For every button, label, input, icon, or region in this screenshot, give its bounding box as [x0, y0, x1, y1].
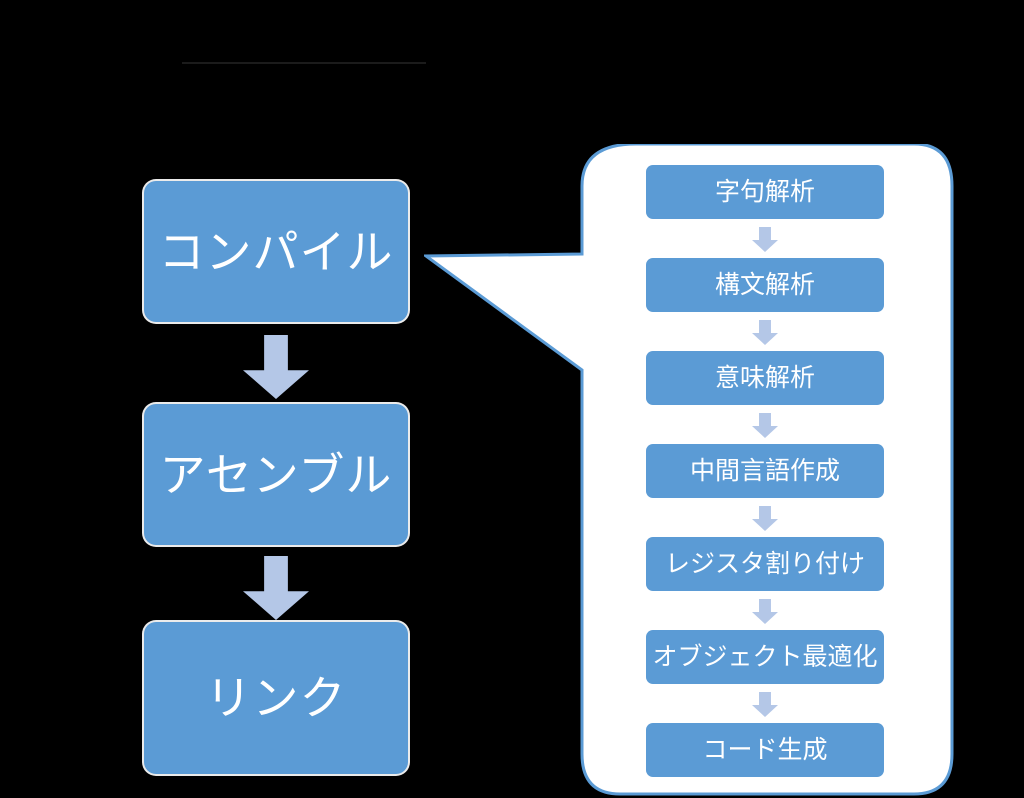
phase-label-intermediate-code: 中間言語作成 — [689, 456, 840, 485]
stage-box-link[interactable]: リンク — [144, 622, 408, 774]
phase-box-object-optimization[interactable]: オブジェクト最適化 — [646, 630, 884, 684]
phase-box-register-allocation[interactable]: レジスタ割り付け — [646, 537, 884, 591]
stage-box-assemble[interactable]: アセンブル — [144, 404, 408, 545]
down-arrow-icon-assemble-to-link — [243, 556, 309, 620]
phase-box-intermediate-code[interactable]: 中間言語作成 — [646, 444, 884, 498]
stage-box-compile[interactable]: コンパイル — [144, 181, 408, 322]
phase-label-register-allocation: レジスタ割り付け — [664, 549, 865, 578]
phase-label-object-optimization: オブジェクト最適化 — [652, 642, 878, 671]
phase-box-syntax-analysis[interactable]: 構文解析 — [646, 258, 884, 312]
phase-box-lexical-analysis[interactable]: 字句解析 — [646, 165, 884, 219]
stage-label-link: リンク — [205, 672, 347, 724]
phase-label-syntax-analysis: 構文解析 — [714, 270, 815, 299]
phase-box-semantic-analysis[interactable]: 意味解析 — [646, 351, 884, 405]
phase-box-code-generation[interactable]: コード生成 — [646, 723, 884, 777]
down-arrow-icon-compile-to-assemble — [243, 335, 309, 399]
stage-label-assemble: アセンブル — [159, 448, 393, 501]
phase-label-lexical-analysis: 字句解析 — [714, 177, 815, 206]
title-underline — [182, 62, 426, 64]
phase-label-semantic-analysis: 意味解析 — [714, 363, 815, 392]
phase-label-code-generation: コード生成 — [702, 735, 828, 764]
stage-label-compile: コンパイル — [158, 225, 394, 278]
